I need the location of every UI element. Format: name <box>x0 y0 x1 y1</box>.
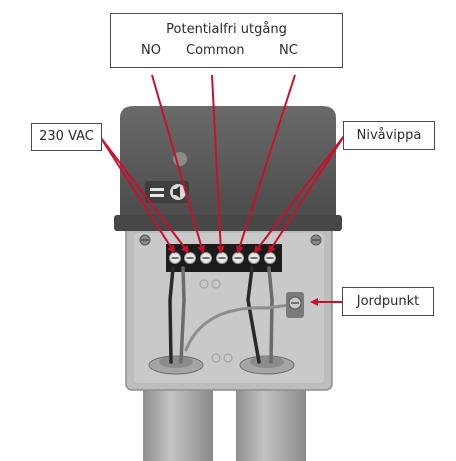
arrow-230-a <box>100 137 176 254</box>
conduit-pipes <box>136 372 313 461</box>
terminal-screw-icon <box>200 252 212 264</box>
no-label: NO <box>141 43 161 58</box>
nc-label: NC <box>279 43 298 58</box>
ground-point-label: Jordpunkt <box>342 287 434 316</box>
arrow-niva-b <box>267 135 345 254</box>
terminal-screw-icon <box>264 252 276 264</box>
speaker-icon <box>170 184 186 200</box>
level-switch-label: Nivåvippa <box>343 121 435 150</box>
wires <box>168 266 298 364</box>
vac-230-label: 230 VAC <box>31 123 102 151</box>
terminal-screw-icon <box>169 252 181 264</box>
terminal-screw-icon <box>248 252 260 264</box>
terminal-screw-icon <box>216 252 228 264</box>
left-conduit <box>143 380 213 461</box>
arrow-niva-a <box>253 135 345 254</box>
common-label: Common <box>186 43 245 58</box>
arrow-nc <box>236 74 296 254</box>
arrow-no <box>151 74 206 254</box>
terminal-screw-icon <box>232 252 244 264</box>
right-conduit <box>236 380 306 461</box>
potential-free-output-label: Potentialfri utgång NO Common NC <box>110 13 343 68</box>
callout-arrows <box>100 74 345 306</box>
ground-screw-icon <box>286 292 304 318</box>
terminal-screw-icon <box>184 252 196 264</box>
potential-free-output-title: Potentialfri utgång <box>166 22 287 37</box>
arrow-common <box>211 74 225 254</box>
arrow-230-b <box>100 137 190 254</box>
